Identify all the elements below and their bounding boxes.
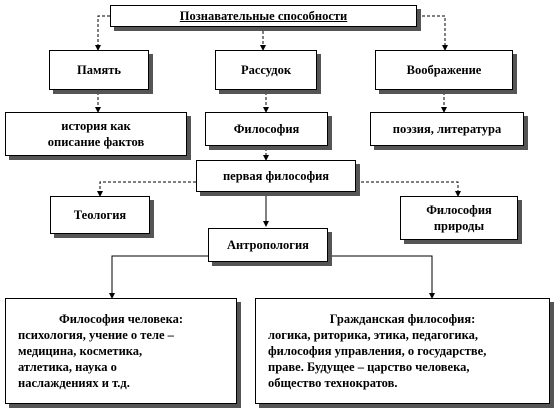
human-philosophy-box: Философия человека: психология, учение о… (5, 298, 237, 404)
reason-box: Рассудок (215, 50, 317, 90)
civil-philosophy-heading: Гражданская философия: (329, 312, 476, 326)
civil-philosophy-line: праве. Будущее – царство человека, (268, 360, 470, 374)
connector-anthropology-civil (328, 255, 435, 299)
imagination-box: Воображение (375, 50, 513, 90)
nature-line2: природы (433, 219, 485, 233)
civil-philosophy-line: общество технократов. (268, 376, 398, 390)
connector-title-memory (95, 15, 110, 51)
anthropology-box: Антропология (208, 228, 328, 262)
connector-anthropology-human (109, 255, 208, 299)
human-philosophy-line: атлетика, наука о (18, 360, 117, 374)
theology-label: Теология (73, 208, 127, 222)
civil-philosophy-line: логика, риторика, этика, педагогика, (268, 328, 478, 342)
first-philosophy-box: первая философия (196, 160, 356, 192)
human-philosophy-heading: Философия человека: (58, 312, 183, 326)
theology-box: Теология (50, 196, 150, 234)
human-philosophy-line: наслаждениях и т.д. (18, 376, 130, 390)
human-philosophy-line: психология, учение о теле – (18, 328, 174, 342)
title-box: Познавательные способности (110, 5, 417, 27)
imagination-label: Воображение (406, 63, 482, 77)
human-philosophy-line: медицина, косметика, (18, 344, 143, 358)
civil-philosophy-line: философия управления, о государстве, (268, 344, 487, 358)
history-line1: история как (61, 119, 131, 133)
page-title: Познавательные способности (179, 9, 348, 23)
history-box: история как описание фактов (5, 112, 187, 156)
reason-label: Рассудок (240, 63, 292, 77)
nature-box: Философия природы (400, 196, 518, 240)
connector-title-imagination (417, 15, 448, 51)
history-line2: описание фактов (47, 135, 145, 149)
memory-box: Память (49, 50, 149, 90)
nature-line1: Философия (426, 203, 492, 217)
civil-philosophy-box: Гражданская философия: логика, риторика,… (255, 298, 550, 404)
first-philosophy-label: первая философия (222, 169, 330, 183)
anthropology-label: Антропология (227, 238, 309, 252)
memory-label: Память (76, 63, 121, 77)
poetry-box: поэзия, литература (370, 112, 524, 146)
philosophy-box: Философия (205, 112, 328, 146)
connector-first-nature (356, 181, 461, 197)
philosophy-label: Философия (233, 122, 300, 136)
poetry-label: поэзия, литература (392, 122, 502, 136)
connector-first-theology (97, 181, 196, 197)
